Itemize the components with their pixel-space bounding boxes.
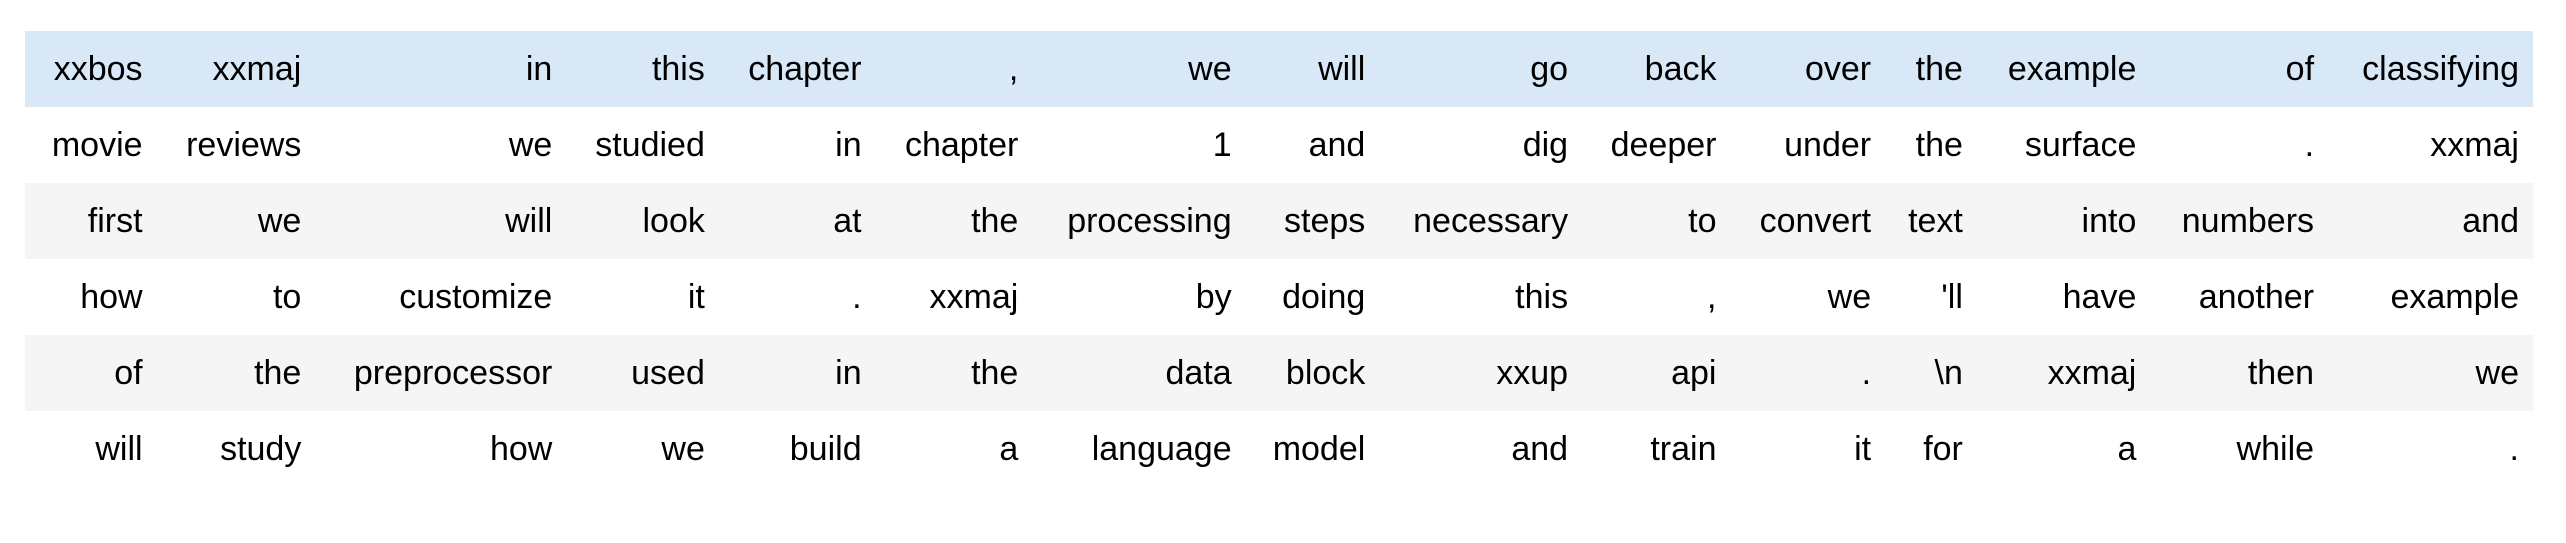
token-header-cell: xxbos [53,50,143,88]
token-cell: text [1908,202,1963,240]
token-header-cell: back [1644,50,1717,88]
token-cell: train [1650,430,1717,468]
token-cell: how [489,430,553,468]
token-cell: a [999,430,1019,468]
token-cell: xxmaj [2430,126,2519,164]
token-cell: and [2462,202,2519,240]
token-cell: convert [1759,202,1872,240]
token-cell: have [2062,278,2137,316]
token-cell: the [971,202,1019,240]
token-cell: the [1915,126,1963,164]
token-cell: reviews [186,126,302,164]
token-cell: studied [595,126,705,164]
token-cell: deeper [1610,126,1717,164]
token-cell: necessary [1413,202,1569,240]
token-cell: example [2390,278,2519,316]
token-cell: 'll [1941,278,1963,316]
token-cell: another [2198,278,2315,316]
token-header-cell: over [1804,50,1872,88]
token-cell: chapter [904,126,1019,164]
token-table: xxbos xxmaj in this chapter, we will go back over… [25,31,2533,487]
token-header-cell: of [2285,50,2315,88]
token-cell: into [2081,202,2137,240]
token-cell: dig [1522,126,1569,164]
token-header-cell: will [1318,50,1366,88]
token-cell: numbers [2181,202,2315,240]
token-cell: doing [1282,278,1366,316]
token-row: movie reviews we studied in chapter 1 and dig dee… [25,107,2533,183]
token-header-cell: the [1915,50,1963,88]
token-row: of the preprocessor used in the data block xxup a… [25,335,2533,411]
token-cell: how [80,278,143,316]
token-header-cell: go [1530,50,1569,88]
token-cell: . [1861,354,1872,392]
token-cell: xxup [1496,354,1569,392]
token-cell: under [1784,126,1872,164]
token-cell: and [1308,126,1366,164]
token-row: first we will look at the processing steps neces… [25,183,2533,259]
token-cell: model [1272,430,1366,468]
token-cell: while [2236,430,2315,468]
token-header-cell: in [525,50,553,88]
token-cell: to [1688,202,1717,240]
token-cell: we [661,430,705,468]
token-row: will study how we build a language model and trai… [25,411,2533,487]
token-cell: surface [2024,126,2137,164]
token-header-cell: , [1008,50,1019,88]
token-cell: will [95,430,143,468]
token-header-cell: xxmaj [212,50,302,88]
token-cell: look [642,202,705,240]
token-cell: steps [1284,202,1366,240]
token-cell: xxmaj [929,278,1019,316]
token-cell: movie [51,126,143,164]
token-cell: and [1511,430,1569,468]
token-cell: a [2117,430,2137,468]
token-cell: of [114,354,143,392]
token-header-row: xxbos xxmaj in this chapter, we will go back over… [25,31,2533,107]
token-cell: xxmaj [2047,354,2137,392]
token-table-body: movie reviews we studied in chapter 1 and dig dee… [25,107,2533,487]
token-cell: . [852,278,862,316]
token-cell: api [1671,354,1717,392]
token-cell: block [1285,354,1366,392]
token-cell: we [1827,278,1872,316]
token-cell: 1 [1212,126,1232,164]
token-cell: used [631,354,705,392]
token-cell: for [1923,430,1963,468]
token-header-cell: this [651,50,705,88]
token-cell: processing [1067,202,1232,240]
token-cell: language [1091,430,1232,468]
token-cell: in [835,126,862,164]
token-cell: we [508,126,553,164]
token-cell: to [272,278,302,316]
token-table-header: xxbos xxmaj in this chapter, we will go back over… [25,31,2533,107]
token-cell: build [789,430,862,468]
token-header-cell: chapter [748,50,862,88]
token-cell: in [835,354,862,392]
token-cell: it [1854,430,1872,468]
token-cell: customize [399,278,553,316]
token-cell: . [2304,126,2315,164]
token-cell: then [2247,354,2315,392]
token-header-cell: example [2007,50,2137,88]
token-cell: , [1707,278,1717,316]
token-cell: first [87,202,143,240]
token-cell: we [257,202,302,240]
token-cell: . [2509,430,2519,468]
token-cell: the [254,354,302,392]
token-cell: preprocessor [353,354,553,392]
token-row: how to customize it. xxmaj by doing this, we 'll h… [25,259,2533,335]
token-header-cell: we [1188,50,1232,88]
token-cell: will [505,202,553,240]
token-cell: data [1165,354,1232,392]
token-cell: we [2475,354,2519,392]
token-cell: \n [1934,354,1963,392]
token-cell: study [220,430,302,468]
token-header-cell: classifying [2362,50,2519,88]
token-cell: this [1515,278,1569,316]
token-cell: the [971,354,1019,392]
token-cell: by [1195,278,1232,316]
token-cell: it [687,278,705,316]
token-cell: at [833,202,862,240]
